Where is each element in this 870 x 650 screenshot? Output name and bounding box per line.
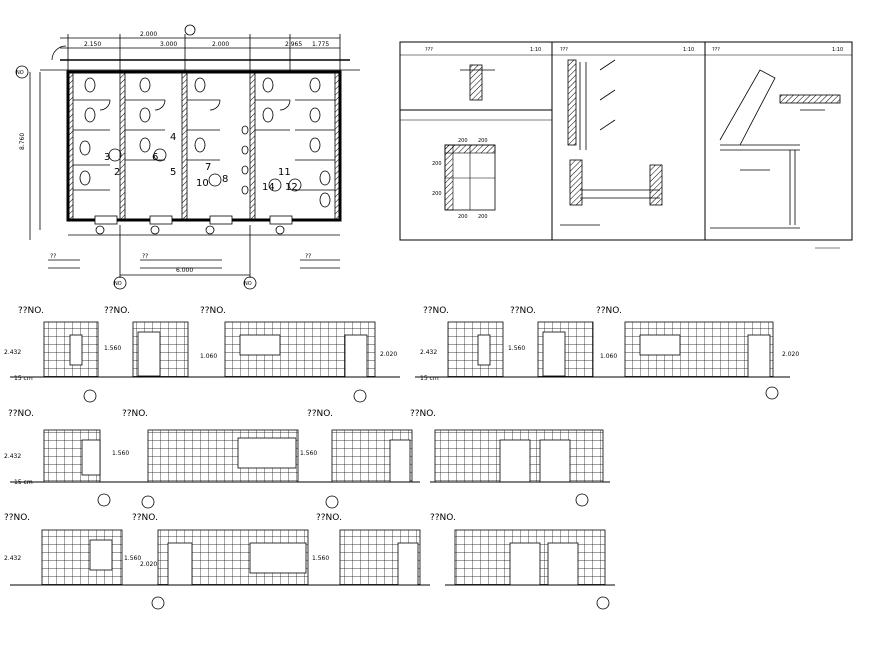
- elevations: ??NO. ??NO. ??NO. ??NO. ??NO. ??NO. 2.43…: [4, 306, 799, 610]
- detail-label: ???: [425, 47, 433, 53]
- height-dim: 1.060: [600, 353, 617, 360]
- elevation-row-1: ??NO. ??NO. ??NO. ??NO. ??NO. ??NO. 2.43…: [4, 306, 799, 403]
- elevation-tag: ??NO.: [132, 513, 158, 523]
- height-dim: 1.560: [312, 555, 329, 562]
- elevation-tag: ??NO.: [8, 409, 34, 419]
- dim-top-2: 2.000: [140, 31, 157, 38]
- height-dim: 1.560: [508, 345, 525, 352]
- elevation-tag: ??NO.: [200, 306, 226, 316]
- dim-top-4: 2.000: [212, 41, 229, 48]
- grid-bubble-top: [184, 24, 196, 36]
- height-dim: 2.432: [4, 555, 21, 562]
- room-number: 6: [152, 152, 158, 163]
- height-dim: 2.432: [420, 349, 437, 356]
- dim-left: 8.760: [19, 133, 26, 150]
- elevation-tag: ??NO.: [122, 409, 148, 419]
- room-number: 10: [196, 178, 209, 189]
- room-number: 14: [262, 182, 275, 193]
- height-dim: 2.020: [380, 351, 397, 358]
- elevation-row-3: ??NO. ??NO. ??NO. ??NO. 2.432 1.560 2.02…: [4, 513, 615, 610]
- dim-bottom: 6.000: [176, 267, 193, 274]
- height-dim: 2.432: [4, 349, 21, 356]
- detail-dim: 200: [478, 214, 488, 220]
- dim-top-3: 3.000: [160, 41, 177, 48]
- grid-tag: NO: [244, 281, 252, 287]
- elevation-tag: ??NO.: [104, 306, 130, 316]
- scale-tag: ??: [305, 253, 311, 260]
- scale-tag: ??: [142, 253, 148, 260]
- room-number: 2: [114, 167, 120, 178]
- elevation-tag: ??NO.: [316, 513, 342, 523]
- grid-bubble: [243, 276, 257, 290]
- elevation-tag: ??NO.: [510, 306, 536, 316]
- detail-dim: 200: [458, 214, 468, 220]
- room-number: 4: [170, 132, 176, 143]
- elevation-tag: ??NO.: [430, 513, 456, 523]
- elevation-tag: ??NO.: [307, 409, 333, 419]
- grid-tag: NO: [16, 70, 24, 76]
- height-dim: 1.060: [200, 353, 217, 360]
- base-note: 15 cm: [420, 375, 439, 382]
- detail-dim: 200: [432, 191, 442, 197]
- detail-dim: 200: [432, 161, 442, 167]
- height-dim: 2.020: [782, 351, 799, 358]
- room-number: 5: [170, 167, 176, 178]
- height-dim: 1.560: [104, 345, 121, 352]
- scale-tag: ??: [50, 253, 56, 260]
- elevation-tag: ??NO.: [4, 513, 30, 523]
- scale-label: 1:10: [530, 47, 541, 53]
- scale-label: 1:10: [832, 47, 843, 53]
- height-dim: 1.560: [112, 450, 129, 457]
- detail-label: ???: [712, 47, 720, 53]
- height-dim: 2.020: [140, 561, 157, 568]
- room-number: 12: [285, 182, 298, 193]
- elevation-tag: ??NO.: [18, 306, 44, 316]
- elevation-tag: ??NO.: [410, 409, 436, 419]
- detail-sheet: ??? ??? ??? 1:10 1:10 1:10 200 200 200 2…: [399, 41, 853, 249]
- scale-label: 1:10: [683, 47, 694, 53]
- base-note: 15 cm: [14, 375, 33, 382]
- grid-bubble-left: [15, 65, 29, 79]
- dim-top-5: 2.965: [285, 41, 302, 48]
- elevation-tag: ??NO.: [596, 306, 622, 316]
- base-note: 15 cm: [14, 479, 33, 486]
- room-number: 3: [104, 152, 110, 163]
- floor-plan: 2.150 2.000 3.000 2.000 2.965 1.775: [15, 24, 360, 290]
- detail-label: ???: [560, 47, 568, 53]
- dim-top-1: 2.150: [84, 41, 101, 48]
- detail-dim: 200: [478, 138, 488, 144]
- dim-top-6: 1.775: [312, 41, 329, 48]
- height-dim: 2.432: [4, 453, 21, 460]
- room-number: 11: [278, 167, 291, 178]
- elevation-tag: ??NO.: [423, 306, 449, 316]
- room-number: 7: [205, 162, 211, 173]
- grid-bubble: [113, 276, 127, 290]
- grid-tag: NO: [114, 281, 122, 287]
- height-dim: 1.560: [300, 450, 317, 457]
- height-dim: 1.560: [124, 555, 141, 562]
- elevation-row-2: ??NO. ??NO. ??NO. ??NO. 2.432 15 cm 1.56…: [4, 409, 610, 509]
- room-number: 8: [222, 174, 228, 185]
- detail-dim: 200: [458, 138, 468, 144]
